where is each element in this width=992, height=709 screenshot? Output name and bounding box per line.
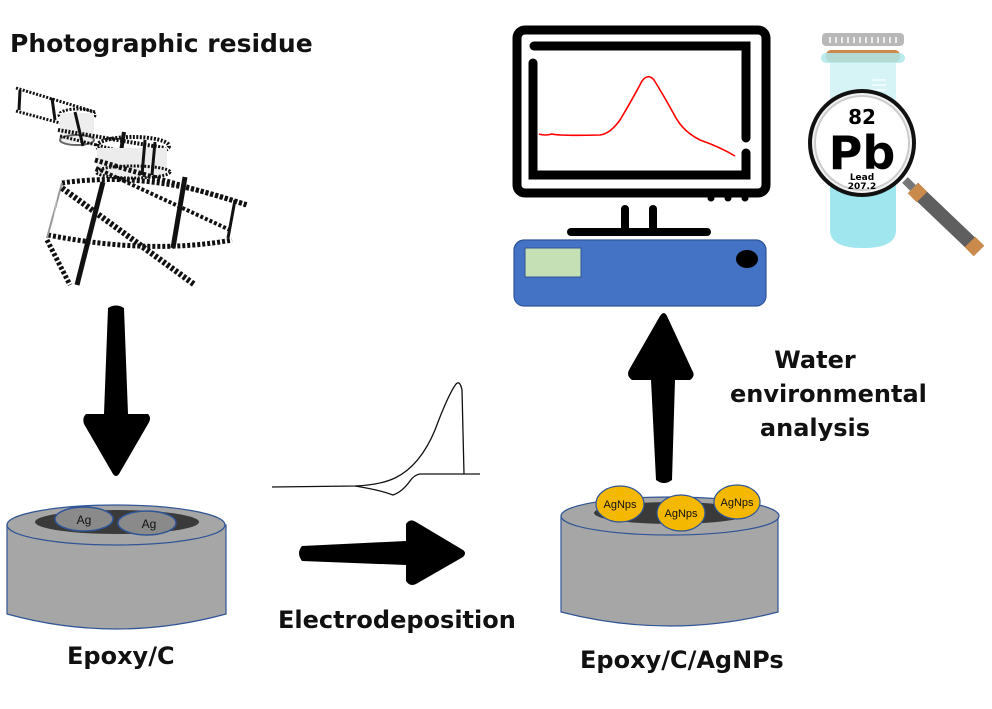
electrodeposition-label: Electrodeposition bbox=[278, 606, 516, 634]
cv-reverse-curve bbox=[354, 473, 464, 496]
svg-text:AgNps: AgNps bbox=[603, 499, 637, 511]
photographic-residue-label: Photographic residue bbox=[10, 29, 313, 58]
svg-text:AgNps: AgNps bbox=[664, 508, 698, 520]
instrument-display bbox=[524, 247, 582, 278]
element-name: Lead bbox=[850, 173, 874, 183]
atomic-number: 82 bbox=[848, 105, 876, 129]
ag-particle-1 bbox=[54, 506, 114, 532]
right-arrow-icon bbox=[299, 520, 465, 585]
agnp-particle-1: AgNps bbox=[595, 485, 645, 523]
water-label-line-2: environmental bbox=[730, 380, 927, 408]
cv-forward-curve bbox=[271, 382, 480, 488]
atomic-mass: 207.2 bbox=[848, 182, 876, 192]
water-label-line-3: analysis bbox=[759, 414, 871, 442]
lead-test-tube-icon: 82 Pb Lead 207.2 bbox=[808, 33, 985, 257]
agnp-particle-3: AgNps bbox=[713, 484, 761, 520]
epoxy-c-label: Epoxy/C bbox=[67, 642, 175, 670]
epoxy-c-electrode: Ag Ag bbox=[6, 504, 227, 630]
epoxy-c-agnps-electrode: AgNps AgNps AgNps bbox=[560, 484, 780, 627]
epoxy-c-agnps-label: Epoxy/C/AgNPs bbox=[580, 646, 784, 674]
instrument-knob bbox=[736, 250, 758, 268]
water-label-line-1: Water bbox=[774, 346, 856, 374]
monitor-icon bbox=[512, 25, 771, 236]
element-symbol: Pb bbox=[829, 126, 896, 180]
water-analysis-label: Water environmental analysis bbox=[730, 343, 927, 445]
up-arrow-icon bbox=[628, 313, 694, 483]
svg-text:AgNps: AgNps bbox=[720, 497, 754, 509]
down-arrow-icon bbox=[83, 305, 150, 476]
cyclic-voltammogram-plot bbox=[271, 382, 480, 496]
ag-label-2: Ag bbox=[142, 517, 157, 531]
film-strip-icon bbox=[15, 86, 249, 288]
ag-label-1: Ag bbox=[77, 513, 92, 527]
agnp-particle-2: AgNps bbox=[656, 494, 706, 532]
ag-particle-2 bbox=[117, 510, 177, 536]
signal-peak-curve bbox=[538, 75, 736, 157]
potentiostat-icon bbox=[513, 239, 767, 307]
